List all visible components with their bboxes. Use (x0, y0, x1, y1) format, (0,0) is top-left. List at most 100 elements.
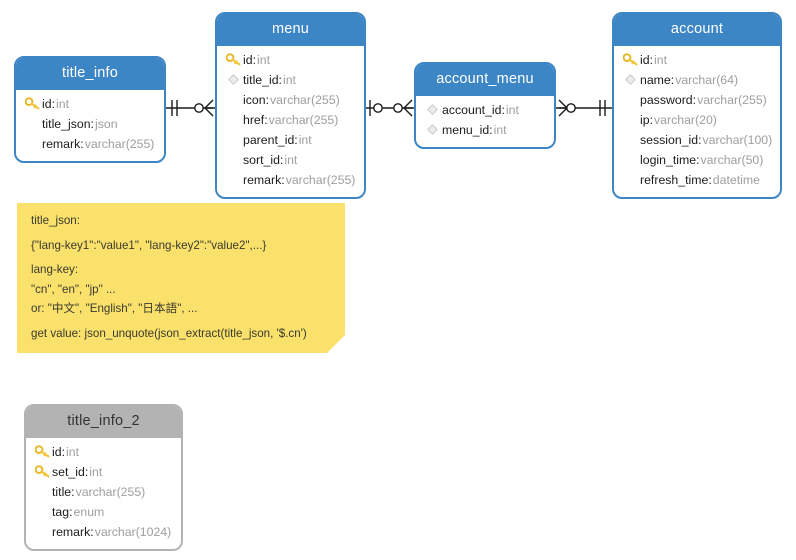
field-name: password (640, 92, 693, 107)
field-row[interactable]: login_time: varchar(50) (620, 150, 774, 170)
field-type: varchar(255) (269, 92, 340, 107)
note-line: lang-key: (31, 263, 79, 277)
primary-key-icon (620, 52, 640, 68)
no-key-icon (620, 132, 640, 148)
field-row[interactable]: password: varchar(255) (620, 90, 774, 110)
field-type: varchar(255) (697, 92, 767, 107)
note-line: "cn", "en", "jp" ... (31, 282, 116, 296)
field-row[interactable]: session_id: varchar(100) (620, 130, 774, 150)
field-type: int (284, 152, 298, 167)
field-row[interactable]: title_json: json (22, 114, 158, 134)
entity-title-account_menu: account_menu (416, 64, 554, 96)
field-type: int (257, 52, 270, 67)
field-row[interactable]: refresh_time: datetime (620, 170, 774, 190)
field-name: set_id (52, 464, 85, 479)
field-row[interactable]: title: varchar(255) (32, 482, 175, 502)
no-key-icon (223, 172, 243, 188)
no-key-icon (620, 152, 640, 168)
field-type: int (298, 132, 312, 147)
primary-key-icon (32, 444, 52, 460)
entity-account_menu[interactable]: account_menu account_id: int menu_id: in… (414, 62, 556, 149)
field-name: login_time (640, 152, 697, 167)
primary-key-icon (223, 52, 243, 68)
no-key-icon (32, 484, 52, 500)
field-name: href (243, 112, 265, 127)
relationship-title_info-menu (164, 99, 218, 117)
foreign-key-diamond-icon (422, 102, 442, 118)
field-name: tag (52, 504, 70, 519)
field-type: varchar(255) (268, 112, 339, 127)
field-type: varchar(50) (700, 152, 764, 167)
field-name: id (42, 96, 52, 111)
field-type: varchar(255) (84, 136, 155, 151)
field-type: int (505, 102, 519, 117)
field-row[interactable]: remark: varchar(1024) (32, 522, 175, 542)
field-row[interactable]: tag: enum (32, 502, 175, 522)
field-type: int (89, 464, 103, 479)
field-row[interactable]: sort_id: int (223, 150, 358, 170)
no-key-icon (32, 524, 52, 540)
field-row[interactable]: remark: varchar(255) (223, 170, 358, 190)
field-name: account_id (442, 102, 502, 117)
field-row[interactable]: id: int (223, 50, 358, 70)
no-key-icon (223, 132, 243, 148)
entity-title-title_info_2: title_info_2 (26, 406, 181, 438)
foreign-key-diamond-icon (422, 122, 442, 138)
field-row[interactable]: href: varchar(255) (223, 110, 358, 130)
note-line: {"lang-key1":"value1", "lang-key2":"valu… (31, 238, 267, 252)
field-name: refresh_time (640, 172, 709, 187)
field-name: sort_id (243, 152, 280, 167)
field-name: menu_id (442, 122, 490, 137)
no-key-icon (32, 504, 52, 520)
field-row[interactable]: icon: varchar(255) (223, 90, 358, 110)
field-name: id (52, 444, 62, 459)
no-key-icon (620, 112, 640, 128)
entity-menu[interactable]: menu id: int title_id: int (215, 12, 366, 199)
field-type: int (654, 52, 667, 67)
no-key-icon (223, 112, 243, 128)
entity-fields-title_info: id: int title_json: json remark: varchar… (16, 90, 164, 161)
entity-title-menu: menu (217, 14, 364, 46)
note-fold-corner-icon (327, 335, 345, 353)
field-row[interactable]: id: int (620, 50, 774, 70)
field-name: ip (640, 112, 650, 127)
field-type: json (94, 116, 118, 131)
entity-title-title_info: title_info (16, 58, 164, 90)
no-key-icon (223, 152, 243, 168)
field-row[interactable]: title_id: int (223, 70, 358, 90)
field-name: id (243, 52, 253, 67)
primary-key-icon (32, 464, 52, 480)
no-key-icon (223, 92, 243, 108)
no-key-icon (620, 92, 640, 108)
field-row[interactable]: menu_id: int (422, 120, 548, 140)
primary-key-icon (22, 96, 42, 112)
field-row[interactable]: parent_id: int (223, 130, 358, 150)
field-row[interactable]: remark: varchar(255) (22, 134, 158, 154)
entity-title-account: account (614, 14, 780, 46)
field-type: int (66, 444, 79, 459)
note-title_json[interactable]: title_json: {"lang-key1":"value1", "lang… (17, 203, 345, 353)
field-row[interactable]: account_id: int (422, 100, 548, 120)
field-type: datetime (712, 172, 760, 187)
field-row[interactable]: id: int (22, 94, 158, 114)
field-type: varchar(100) (702, 132, 773, 147)
entity-account[interactable]: account id: int name: varchar(64) (612, 12, 782, 199)
field-type: varchar(1024) (94, 524, 172, 539)
entity-title_info[interactable]: title_info id: int title_json: json rema… (14, 56, 166, 163)
entity-fields-title_info_2: id: int set_id: int title: varchar(255) … (26, 438, 181, 549)
no-key-icon (22, 136, 42, 152)
field-row[interactable]: ip: varchar(20) (620, 110, 774, 130)
field-row[interactable]: set_id: int (32, 462, 175, 482)
note-line: or: "中文", "English", "日本語", ... (31, 302, 198, 316)
foreign-key-diamond-icon (620, 72, 640, 88)
field-type: varchar(255) (285, 172, 356, 187)
field-row[interactable]: name: varchar(64) (620, 70, 774, 90)
entity-title_info_2[interactable]: title_info_2 id: int set_id: (24, 404, 183, 551)
relationship-account_menu-account (556, 99, 614, 117)
field-name: id (640, 52, 650, 67)
field-type: varchar(64) (675, 72, 739, 87)
field-row[interactable]: id: int (32, 442, 175, 462)
field-name: remark (42, 136, 81, 151)
field-type: int (56, 96, 69, 111)
note-line: title_json: (31, 214, 80, 227)
